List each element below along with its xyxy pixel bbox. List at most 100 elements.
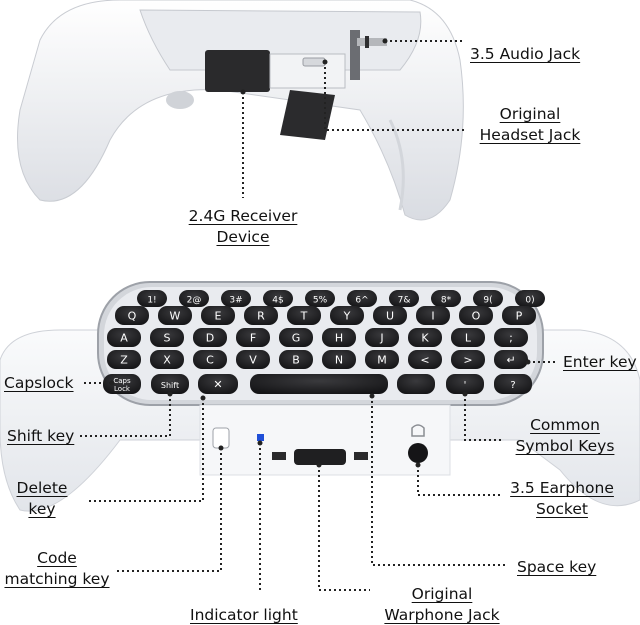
key-1-6-label: U bbox=[386, 310, 394, 323]
label-common-symbol-line2: Symbol Keys bbox=[515, 437, 615, 455]
label-earphone-line1: 3.5 Earphone bbox=[510, 479, 614, 497]
key-2-6 bbox=[365, 328, 399, 347]
label-headset-jack-line1: Original bbox=[499, 105, 561, 123]
key-0-9 bbox=[515, 290, 545, 307]
key-2-3-label: F bbox=[250, 332, 256, 345]
key-0-1-label: 2@ bbox=[187, 296, 202, 306]
key-1-5-label: Y bbox=[343, 310, 351, 323]
key-2-5-label: H bbox=[335, 332, 343, 345]
key-0-1 bbox=[179, 290, 209, 307]
key-2-4 bbox=[279, 328, 313, 347]
key-3-9-label: ↵ bbox=[506, 354, 515, 367]
caps-lock-label-2: Lock bbox=[114, 385, 131, 393]
key-1-1-label: W bbox=[170, 310, 181, 323]
key-1-3 bbox=[244, 306, 278, 325]
key-0-4 bbox=[305, 290, 335, 307]
label-headset-jack-line2: Headset Jack bbox=[479, 126, 581, 144]
key-1-4 bbox=[287, 306, 321, 325]
key-2-1 bbox=[150, 328, 184, 347]
key-3-6 bbox=[365, 350, 399, 369]
earphone-socket bbox=[408, 443, 428, 463]
key-3-2 bbox=[193, 350, 227, 369]
key-1-0-label: Q bbox=[128, 310, 137, 323]
key-1-6 bbox=[373, 306, 407, 325]
comma-key bbox=[397, 374, 435, 394]
receiver-device bbox=[205, 50, 270, 92]
key-2-2-label: D bbox=[206, 332, 214, 345]
key-1-7-label: I bbox=[431, 310, 434, 323]
warphone-jack bbox=[294, 449, 346, 465]
key-0-0-label: 1! bbox=[147, 296, 156, 306]
key-1-2 bbox=[201, 306, 235, 325]
label-capslock: Capslock bbox=[4, 374, 74, 392]
leader-lines bbox=[80, 40, 558, 593]
key-2-9-label: ; bbox=[509, 332, 513, 345]
key-2-0 bbox=[107, 328, 141, 347]
delete-key-label: ✕ bbox=[213, 378, 222, 391]
key-0-8-label: 9( bbox=[483, 296, 492, 306]
label-code-matching-line1: Code bbox=[37, 549, 77, 567]
key-0-7 bbox=[431, 290, 461, 307]
key-3-8-label: > bbox=[463, 354, 472, 367]
controller-back-view bbox=[17, 0, 464, 221]
label-space-key: Space key bbox=[517, 558, 597, 576]
label-warphone-line1: Original bbox=[411, 585, 473, 603]
key-3-1-label: X bbox=[163, 354, 171, 367]
question-key bbox=[494, 374, 532, 394]
label-indicator-light: Indicator light bbox=[190, 606, 298, 624]
quote-key bbox=[446, 374, 484, 394]
key-2-6-label: J bbox=[379, 332, 383, 345]
headset-jack bbox=[302, 57, 326, 67]
key-0-3-label: 4$ bbox=[272, 296, 283, 306]
key-1-7 bbox=[416, 306, 450, 325]
label-delete-key-line2: key bbox=[28, 500, 56, 518]
key-3-0 bbox=[107, 350, 141, 369]
delete-key bbox=[198, 374, 238, 394]
key-1-4-label: T bbox=[300, 310, 308, 323]
key-1-8-label: O bbox=[472, 310, 481, 323]
key-2-7-label: K bbox=[421, 332, 429, 345]
key-2-8 bbox=[451, 328, 485, 347]
key-2-7 bbox=[408, 328, 442, 347]
key-3-5-label: N bbox=[335, 354, 343, 367]
key-1-1 bbox=[158, 306, 192, 325]
space-key bbox=[250, 374, 388, 394]
key-0-3 bbox=[263, 290, 293, 307]
key-2-0-label: A bbox=[120, 332, 128, 345]
key-0-8 bbox=[473, 290, 503, 307]
key-0-2-label: 3# bbox=[229, 296, 242, 306]
key-3-5 bbox=[322, 350, 356, 369]
label-earphone-line2: Socket bbox=[536, 500, 588, 518]
key-1-3-label: R bbox=[257, 310, 265, 323]
key-0-6 bbox=[389, 290, 419, 307]
key-0-6-label: 7& bbox=[398, 296, 411, 306]
key-1-2-label: E bbox=[215, 310, 222, 323]
key-2-3 bbox=[236, 328, 270, 347]
key-1-9 bbox=[502, 306, 536, 325]
caps-lock-label-1: Caps bbox=[113, 377, 131, 385]
label-common-symbol-line1: Common bbox=[530, 416, 600, 434]
key-3-2-label: C bbox=[206, 354, 214, 367]
key-3-3-label: V bbox=[249, 354, 257, 367]
label-delete-key-line1: Delete bbox=[16, 479, 68, 497]
question-key-label: ? bbox=[510, 380, 515, 391]
key-3-1 bbox=[150, 350, 184, 369]
key-1-5 bbox=[330, 306, 364, 325]
key-3-9 bbox=[494, 350, 528, 369]
key-1-8 bbox=[459, 306, 493, 325]
key-3-6-label: M bbox=[377, 354, 387, 367]
key-0-2 bbox=[221, 290, 251, 307]
key-3-8 bbox=[451, 350, 485, 369]
label-enter-key: Enter key bbox=[563, 353, 637, 371]
label-audio-jack: 3.5 Audio Jack bbox=[470, 45, 581, 63]
key-3-7-label: < bbox=[420, 354, 429, 367]
key-2-9 bbox=[494, 328, 528, 347]
key-3-4 bbox=[279, 350, 313, 369]
key-0-5-label: 6^ bbox=[355, 296, 368, 306]
key-0-0 bbox=[137, 290, 167, 307]
audio-jack-plug bbox=[357, 38, 387, 46]
key-2-8-label: L bbox=[465, 332, 472, 345]
key-3-7 bbox=[408, 350, 442, 369]
